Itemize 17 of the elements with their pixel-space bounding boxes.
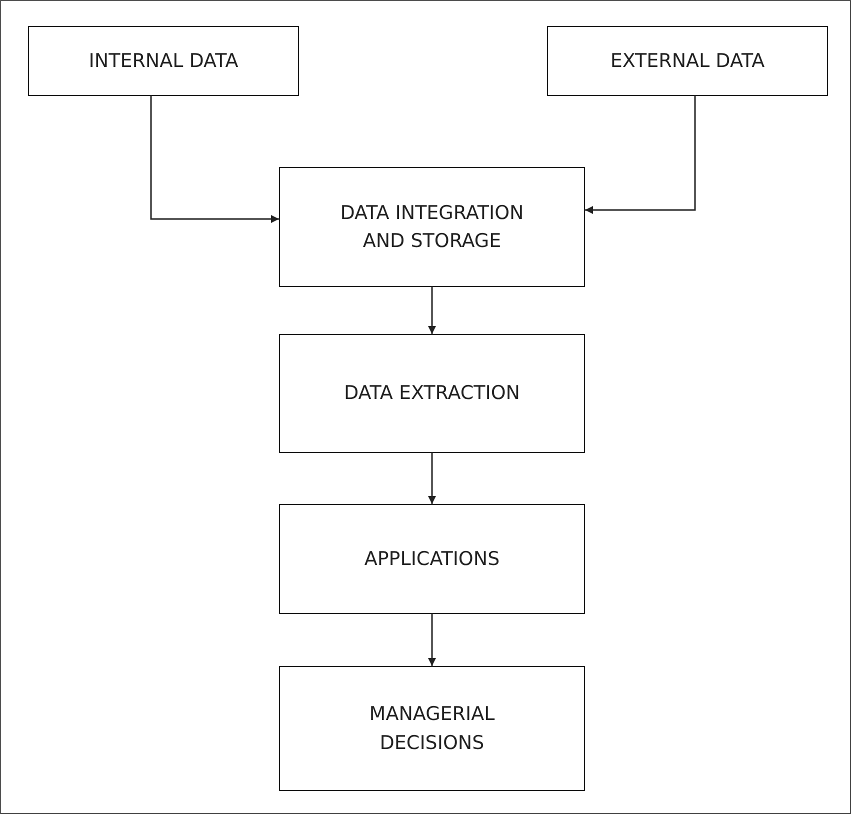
box-label: DATA EXTRACTION (344, 381, 520, 406)
arrow (585, 96, 696, 214)
arrow (150, 96, 279, 223)
box-label: APPLICATIONS (364, 546, 500, 572)
process-box (547, 26, 828, 96)
process-box (279, 334, 585, 453)
box-label: DATA INTEGRATION AND STORAGE (339, 200, 525, 254)
process-box (279, 167, 585, 287)
arrow (428, 614, 436, 666)
box-label: MANAGERIAL DECISIONS (368, 702, 496, 756)
arrow (428, 453, 436, 504)
box-label: EXTERNAL DATA (610, 48, 765, 74)
box-label: INTERNAL DATA (88, 48, 238, 74)
process-box (279, 504, 585, 614)
arrow (428, 287, 436, 334)
process-box (28, 26, 299, 96)
process-box (279, 666, 585, 791)
